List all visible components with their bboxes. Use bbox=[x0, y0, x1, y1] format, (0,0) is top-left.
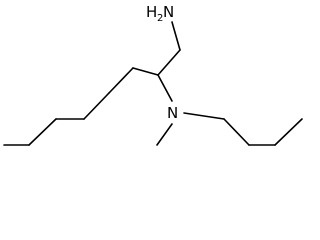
bond-n-b1 bbox=[183, 112, 225, 120]
bond-c1-n bbox=[157, 74, 173, 102]
bond-b1-b2 bbox=[223, 118, 250, 146]
tertiary-n-label: N bbox=[167, 104, 178, 122]
bond-c1-ch2 bbox=[157, 49, 181, 76]
bond-c1-c2 bbox=[132, 67, 159, 76]
bond-ch2-nh2 bbox=[171, 21, 181, 51]
bond-n-methyl bbox=[156, 123, 173, 146]
amine-n-text: N bbox=[163, 3, 174, 21]
amine-h-text: H bbox=[146, 3, 157, 21]
tertiary-n-text: N bbox=[167, 104, 178, 122]
amine-label: H bbox=[146, 3, 157, 21]
amine-n-label: N bbox=[163, 3, 174, 21]
bond-c3-c4 bbox=[83, 92, 110, 120]
bond-c2-c3 bbox=[108, 67, 134, 94]
bond-b3-b4 bbox=[274, 118, 303, 146]
molecule-diagram: H 2 N N bbox=[3, 3, 303, 146]
bond-c5-c6 bbox=[28, 118, 57, 146]
amine-subscript-text: 2 bbox=[157, 13, 163, 24]
amine-subscript: 2 bbox=[157, 13, 163, 24]
